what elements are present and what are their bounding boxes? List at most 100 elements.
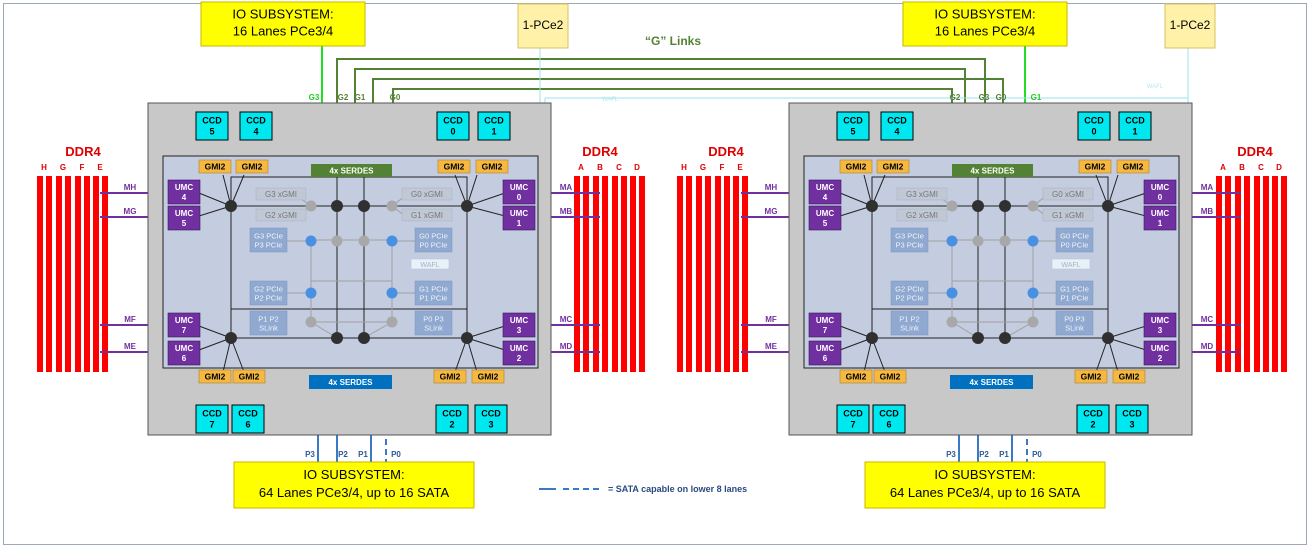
serdes-top-text: 4x SERDES bbox=[329, 167, 374, 176]
gmi2-box: GMI2 bbox=[839, 159, 873, 174]
junction-dot bbox=[305, 235, 317, 247]
dimm-slot bbox=[612, 176, 618, 372]
sata-legend: = SATA capable on lower 8 lanes bbox=[539, 484, 747, 494]
io-die bbox=[803, 155, 1180, 369]
umc-box-rect bbox=[808, 205, 842, 231]
ccd-box-text-2: 5 bbox=[209, 127, 214, 137]
pcie-box-rect bbox=[890, 310, 929, 336]
dimm-slot bbox=[1254, 176, 1260, 372]
bus-hub bbox=[461, 332, 473, 344]
ccd-box-text-2: 1 bbox=[1132, 127, 1137, 137]
dimm-slot bbox=[93, 176, 99, 372]
g-link-label: G0 bbox=[390, 93, 401, 102]
pce2-box-2: 1-PCe2 bbox=[1164, 3, 1216, 49]
junction-dot bbox=[386, 200, 398, 212]
xgmi-box-text: G3 xGMI bbox=[265, 190, 297, 199]
umc-box-text-1: UMC bbox=[1151, 183, 1169, 192]
ccd-box-rect bbox=[231, 404, 265, 434]
umc-box-rect bbox=[1143, 340, 1177, 366]
xgmi-box-text: G3 xGMI bbox=[906, 190, 938, 199]
gmi2-box-rect bbox=[839, 369, 873, 384]
io-die bbox=[162, 155, 539, 369]
ccd-box-rect bbox=[477, 111, 511, 141]
gmi2-box: GMI2 bbox=[1078, 159, 1112, 174]
ccd-box-text-2: 7 bbox=[850, 420, 855, 430]
bus-hub bbox=[225, 200, 237, 212]
pce2-mini-label: WAFL bbox=[602, 97, 619, 103]
gmi2-box-rect bbox=[876, 159, 910, 174]
serdes-bottom-rect bbox=[950, 375, 1033, 389]
pcie-box-text-1: P1 P2 bbox=[899, 315, 919, 324]
bus-hub bbox=[461, 200, 473, 212]
ddr-channel-letter: D bbox=[1276, 163, 1282, 172]
xgmi-box-text: G0 xGMI bbox=[1052, 190, 1084, 199]
pcie-box-text-2: P3 PCIe bbox=[255, 241, 283, 250]
gmi2-box-text: GMI2 bbox=[880, 372, 901, 382]
gmi2-box-rect bbox=[1116, 159, 1150, 174]
xgmi-box-rect bbox=[255, 208, 307, 222]
ccd-box-text-1: CCD bbox=[1122, 409, 1142, 419]
ddr-channel-letter: E bbox=[737, 163, 743, 172]
gmi2-box: GMI2 bbox=[1112, 369, 1146, 384]
g-link-label: G2 bbox=[950, 93, 961, 102]
pcie-box-text-2: SLink bbox=[259, 324, 278, 333]
gmi2-box-rect bbox=[232, 369, 266, 384]
gmi2-box-rect bbox=[198, 159, 232, 174]
g-link-label: G3 bbox=[309, 93, 320, 102]
io-subsystem-bottom-1-rect bbox=[233, 461, 475, 509]
ddr-channel-letter: H bbox=[681, 163, 687, 172]
umc-box-rect bbox=[1143, 179, 1177, 205]
g-link-label: G1 bbox=[355, 93, 366, 102]
ddr-channel-letter: E bbox=[97, 163, 103, 172]
umc-box-rect bbox=[1143, 312, 1177, 338]
dimm-slot bbox=[1216, 176, 1222, 372]
xgmi-box-text: G2 xGMI bbox=[906, 211, 938, 220]
channel-label: MA bbox=[1201, 183, 1214, 192]
gmi-spoke bbox=[1107, 205, 1147, 217]
dimm-slot bbox=[56, 176, 62, 372]
umc-box-text-2: 6 bbox=[823, 354, 828, 363]
bus-hub bbox=[866, 200, 878, 212]
channel-label: MG bbox=[124, 207, 137, 216]
p-lane-label: P0 bbox=[391, 450, 401, 459]
gmi2-box: GMI2 bbox=[1116, 159, 1150, 174]
xgmi-box-text: G2 xGMI bbox=[265, 211, 297, 220]
junction-dot bbox=[386, 316, 398, 328]
dimm-slot bbox=[65, 176, 71, 372]
umc-box-text-2: 5 bbox=[823, 219, 828, 228]
pcie-box-text-2: SLink bbox=[900, 324, 919, 333]
dimm-slot bbox=[1263, 176, 1269, 372]
ccd-box-text-1: CCD bbox=[443, 116, 463, 126]
gmi2-box: GMI2 bbox=[839, 369, 873, 384]
umc-box-rect bbox=[167, 179, 201, 205]
gmi-spoke bbox=[1107, 337, 1147, 351]
gmi2-box: GMI2 bbox=[873, 369, 907, 384]
umc-box-rect bbox=[502, 205, 536, 231]
pcie-box-rect bbox=[249, 310, 288, 336]
gmi-spoke bbox=[1107, 325, 1147, 339]
umc-box-text-1: UMC bbox=[1151, 209, 1169, 218]
dimm-slot bbox=[593, 176, 599, 372]
gmi2-box-text: GMI2 bbox=[482, 162, 503, 172]
ccd-box-text-2: 7 bbox=[209, 420, 214, 430]
gmi2-box-rect bbox=[433, 369, 467, 384]
ccd-box-text-2: 2 bbox=[449, 420, 454, 430]
xgmi-box-text: G0 xGMI bbox=[411, 190, 443, 199]
junction-dot bbox=[358, 235, 370, 247]
gmi2-box-text: GMI2 bbox=[239, 372, 260, 382]
umc-box-text-1: UMC bbox=[175, 316, 193, 325]
umc-box-rect bbox=[167, 340, 201, 366]
